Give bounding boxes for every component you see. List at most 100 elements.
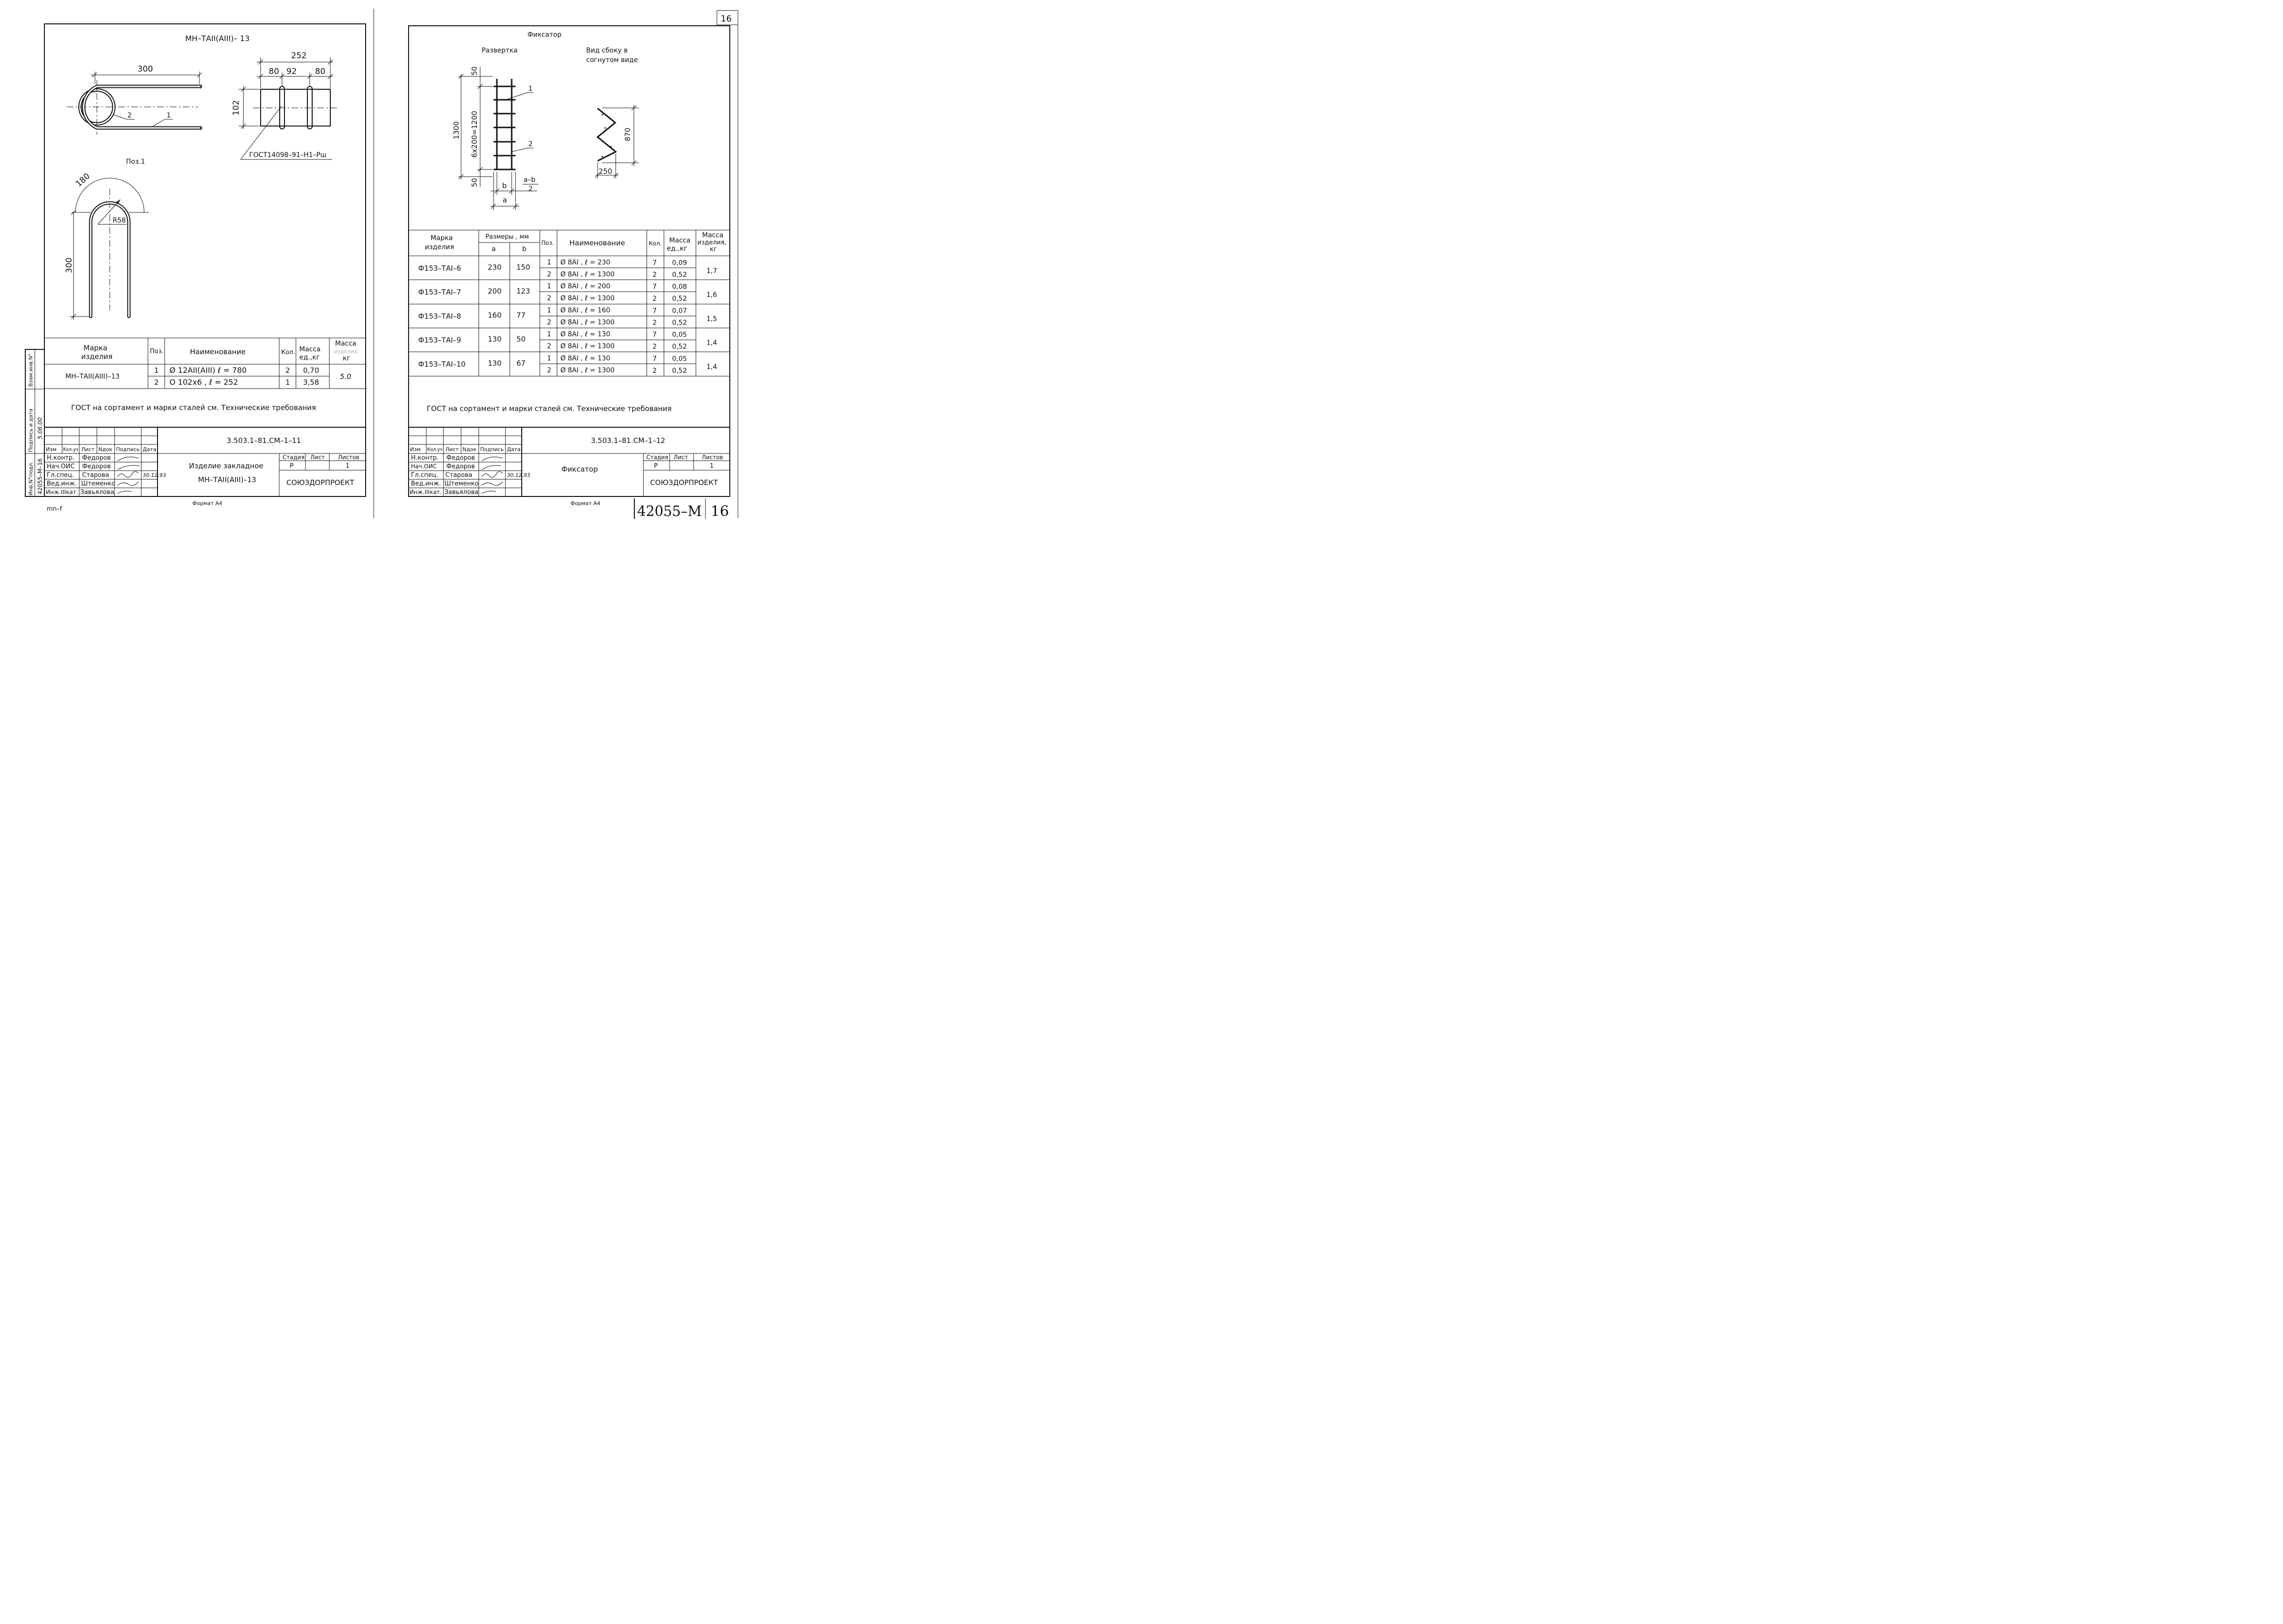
right-title: Фиксатор [527, 31, 562, 39]
rt-row-q1: 7 [652, 307, 657, 315]
ls-head-3: Nдок [98, 446, 113, 453]
ls-name-1: Федоров [82, 463, 111, 470]
rs-head-5: Дата [507, 446, 520, 453]
dim-b: b [502, 181, 507, 190]
ls-name-2: Старова [82, 472, 109, 479]
rt-row-poz1: Ø 8АI , ℓ = 160 [560, 306, 610, 314]
lt-h-massu-1: Масса [299, 346, 321, 353]
ls-head-4: Подпись [116, 446, 139, 453]
callout-1-left: 1 [167, 112, 171, 119]
rt-h-poz: Поз. [541, 240, 554, 246]
rt-h-sizes: Размеры , мм [485, 233, 529, 241]
rt-row-total: 1,6 [706, 291, 717, 299]
ls-role-0: Н.контр. [47, 454, 74, 462]
rt-row-q1: 7 [652, 355, 657, 363]
rt-row-q2: 2 [652, 295, 657, 303]
rt-row-mark: Ф153–ТАI–9 [418, 336, 461, 345]
rt-h-massi-3: кг [710, 246, 717, 253]
lt-h-massi-1: Масса [335, 340, 357, 348]
loop-top-view: 300 2 1 [67, 64, 202, 135]
dim-6x200: 6х200=1200 [470, 111, 479, 158]
bottom-code: 42055–М [637, 503, 702, 520]
ls-title-1: Изделие закладное [189, 462, 263, 470]
dim-50-top: 50 [470, 66, 479, 75]
left-sheet: Взам.инв.N° Подпись и дата Инв.N°подл. 4… [25, 9, 374, 518]
callout-2-left: 2 [127, 112, 132, 119]
right-sheet: 16 Фиксатор Развертка Вид сбоку в согнут… [408, 10, 738, 520]
rt-row-m1: 0,05 [672, 331, 687, 339]
lt-r2-name: O 102х6 , ℓ = 252 [169, 378, 238, 387]
rt-row-poz2: Ø 8АI , ℓ = 1300 [560, 295, 614, 302]
rs-stage-h1: Лист [673, 454, 688, 461]
rt-row-poz2: Ø 8АI , ℓ = 1300 [560, 271, 614, 278]
rt-row-poz1: Ø 8АI , ℓ = 130 [560, 331, 610, 338]
ls-signatures [117, 456, 140, 494]
rt-h-massu-2: ед.,кг [667, 245, 687, 253]
dim-ab-den: 2 [528, 185, 533, 193]
lt-h-poz: Поз. [150, 348, 164, 355]
rt-row-b: 77 [516, 311, 526, 319]
rt-h-mark-2: изделия [425, 243, 454, 251]
lt-h-mark-2: изделия [81, 352, 113, 361]
rs-head-2: Лист [445, 446, 459, 453]
rt-row-poznum: 2 [547, 343, 551, 350]
rt-row-mark: Ф153–ТАI–10 [418, 360, 465, 369]
ls-head-5: Дата [143, 446, 156, 453]
rs-head-3: Nдок [463, 446, 477, 453]
side-label-sign: Подпись и дата [28, 409, 34, 452]
dim-r58: R58 [113, 217, 126, 224]
rt-h-mark-1: Марка [431, 234, 453, 242]
lt-r1-qty: 2 [285, 366, 290, 375]
lt-h-mark-1: Марка [84, 344, 107, 352]
lt-r1-poz: 1 [154, 366, 159, 375]
lt-r2-poz: 2 [154, 378, 159, 387]
dim-102: 102 [231, 100, 241, 116]
dim-ab-num: a–b [524, 176, 536, 184]
lt-r1-mass: 0,70 [303, 366, 319, 375]
rt-row-q2: 2 [652, 271, 657, 279]
side-label-replace: Взам.инв.N° [28, 353, 34, 387]
left-corner-mark: mn–f [47, 506, 62, 513]
ls-head-0: Изм [46, 446, 56, 453]
gost-weld-note: ГОСТ14098–91–Н1–Рш [249, 151, 326, 159]
rt-row-a: 130 [488, 359, 502, 368]
rt-row-poz1: Ø 8АI , ℓ = 230 [560, 259, 610, 266]
rt-row-m2: 0,52 [672, 295, 687, 303]
rs-name-4: Завьялова [444, 489, 478, 496]
ls-role-2: Гл.спец. [47, 472, 74, 479]
lt-h-massi-2: изделия, [334, 348, 359, 355]
ls-name-4: Завьялова [80, 489, 114, 496]
lt-r2-mass: 3,58 [303, 378, 319, 387]
dim-1300: 1300 [452, 121, 461, 139]
right-format: Формат А4 [570, 500, 600, 506]
rt-h-a: a [492, 245, 496, 253]
lt-mark: МН–ТАII(AIII)–13 [65, 373, 120, 380]
rt-row-q2: 2 [652, 343, 657, 351]
rt-row-q1: 7 [652, 259, 657, 267]
rt-row-q1: 7 [652, 331, 657, 339]
dim-180: 180 [74, 171, 92, 189]
ls-role-1: Нач.ОИС [47, 463, 75, 470]
rs-name-3: Штеменко [444, 480, 479, 487]
side-inv-number: 42055–М–16 [37, 458, 43, 495]
rt-row-m2: 0,52 [672, 319, 687, 327]
rt-row-poznum: 1 [547, 331, 551, 338]
right-spec-table: Марка изделия Размеры , мм a b Поз. Наим… [408, 230, 730, 377]
rt-h-massi-2: изделия, [697, 239, 726, 246]
rt-row-poznum: 2 [547, 295, 551, 302]
rt-row-m1: 0,05 [672, 355, 687, 363]
rs-signatures [481, 456, 503, 494]
lt-r1-name: Ø 12АII(AIII) ℓ = 780 [169, 366, 247, 375]
lt-h-massi-3: кг [343, 355, 350, 362]
hairpin-view: 180 R58 300 [64, 171, 149, 320]
rt-row-poz2: Ø 8АI , ℓ = 1300 [560, 318, 614, 326]
dim-870: 870 [623, 127, 632, 141]
rt-row-poznum: 2 [547, 318, 551, 326]
rs-head-1: Кол.уч [427, 446, 442, 453]
rt-row-a: 200 [488, 287, 502, 295]
rs-name-0: Федоров [446, 454, 475, 462]
dim-80-b: 80 [315, 67, 326, 76]
rt-row-b: 50 [516, 335, 526, 344]
lt-r2-qty: 1 [285, 378, 290, 387]
